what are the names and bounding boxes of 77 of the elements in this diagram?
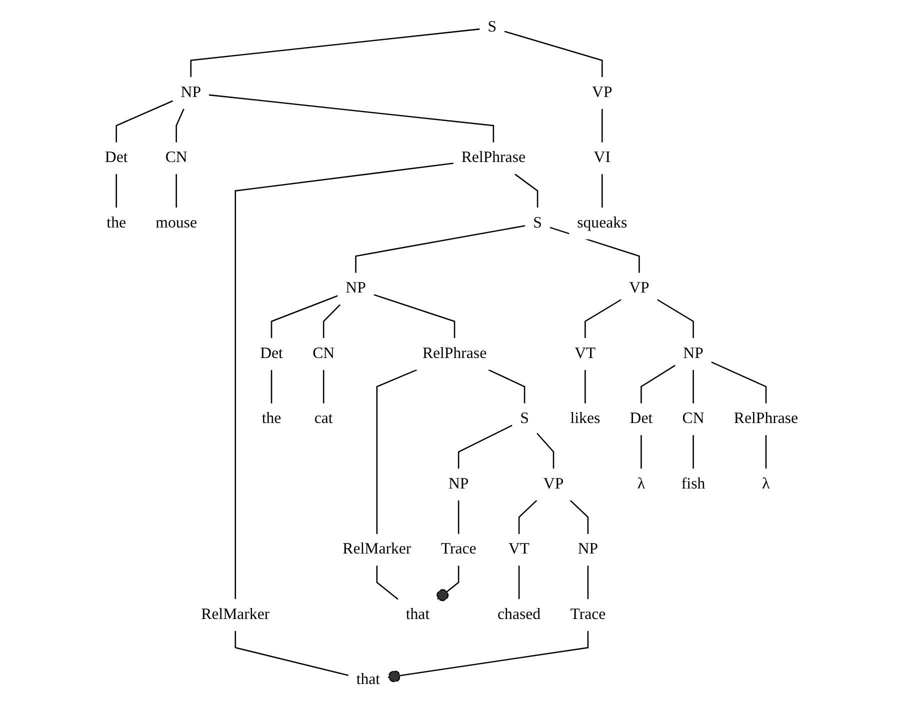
node-text: the	[262, 410, 282, 427]
connector	[388, 630, 589, 682]
node-text: VT	[574, 344, 596, 362]
node-text: fish	[681, 475, 706, 492]
node-text: NP	[683, 344, 704, 362]
node-text: CN	[165, 148, 188, 166]
node-text: cat	[314, 410, 333, 427]
connector	[436, 565, 460, 601]
connector	[640, 434, 642, 468]
node-text: λ	[762, 475, 770, 492]
node-text: S	[520, 410, 529, 427]
node-text: the	[106, 214, 126, 231]
connector	[322, 369, 324, 403]
connector	[458, 424, 513, 468]
node-text: VI	[594, 148, 610, 166]
connector	[692, 434, 694, 468]
connector	[711, 361, 767, 403]
connector	[518, 499, 538, 534]
node-text: NP	[180, 84, 201, 100]
connector	[488, 368, 526, 403]
node-text: NP	[346, 279, 366, 296]
connector	[765, 434, 767, 468]
node-text: mouse	[156, 214, 197, 231]
connector	[322, 304, 341, 338]
node-text: Det	[104, 148, 128, 166]
connector	[640, 364, 676, 403]
connector	[176, 108, 184, 142]
connector	[234, 630, 349, 676]
connector	[570, 499, 589, 534]
node-text: Trace	[570, 606, 606, 622]
connector	[376, 565, 398, 600]
connector	[376, 368, 418, 534]
node-text: RelPhrase	[422, 344, 487, 362]
node-text: likes	[570, 410, 600, 427]
node-text: CN	[312, 344, 335, 362]
connector	[116, 174, 117, 208]
node-text: CN	[682, 410, 704, 427]
node-text: VP	[592, 84, 612, 100]
node-text: chased	[498, 606, 541, 622]
node-text: RelMarker	[201, 606, 270, 622]
connector	[587, 565, 589, 599]
connector	[602, 174, 603, 208]
connector	[176, 174, 177, 208]
node-text: that	[356, 670, 380, 688]
connector	[234, 162, 454, 599]
node-text: RelMarker	[342, 540, 412, 558]
node-text: S	[488, 18, 497, 36]
node-text: VP	[543, 475, 564, 492]
connector	[656, 298, 694, 338]
node-text: NP	[578, 540, 598, 558]
connector	[355, 224, 526, 272]
connector	[116, 100, 174, 142]
connector	[270, 294, 338, 338]
connector	[374, 294, 456, 338]
connector	[602, 108, 603, 142]
connector	[190, 28, 480, 77]
connector	[458, 500, 460, 534]
node-text: Det	[630, 410, 653, 427]
connector	[584, 369, 586, 403]
node-text: S	[533, 214, 542, 231]
connector	[584, 298, 622, 338]
node-text: RelPhrase	[734, 410, 798, 427]
connector	[208, 94, 494, 142]
node-text: λ	[637, 475, 646, 492]
node-text: VP	[629, 279, 650, 296]
connector	[536, 432, 554, 468]
node-text: NP	[448, 475, 469, 492]
connector	[270, 369, 272, 403]
connector	[504, 30, 603, 77]
connector	[692, 369, 694, 403]
node-text: that	[406, 606, 430, 622]
connector	[514, 173, 538, 208]
node-text: VT	[508, 540, 530, 558]
node-text: Det	[260, 344, 283, 362]
connector	[518, 565, 520, 599]
node-text: RelPhrase	[461, 148, 526, 166]
node-text: Trace	[440, 540, 476, 558]
